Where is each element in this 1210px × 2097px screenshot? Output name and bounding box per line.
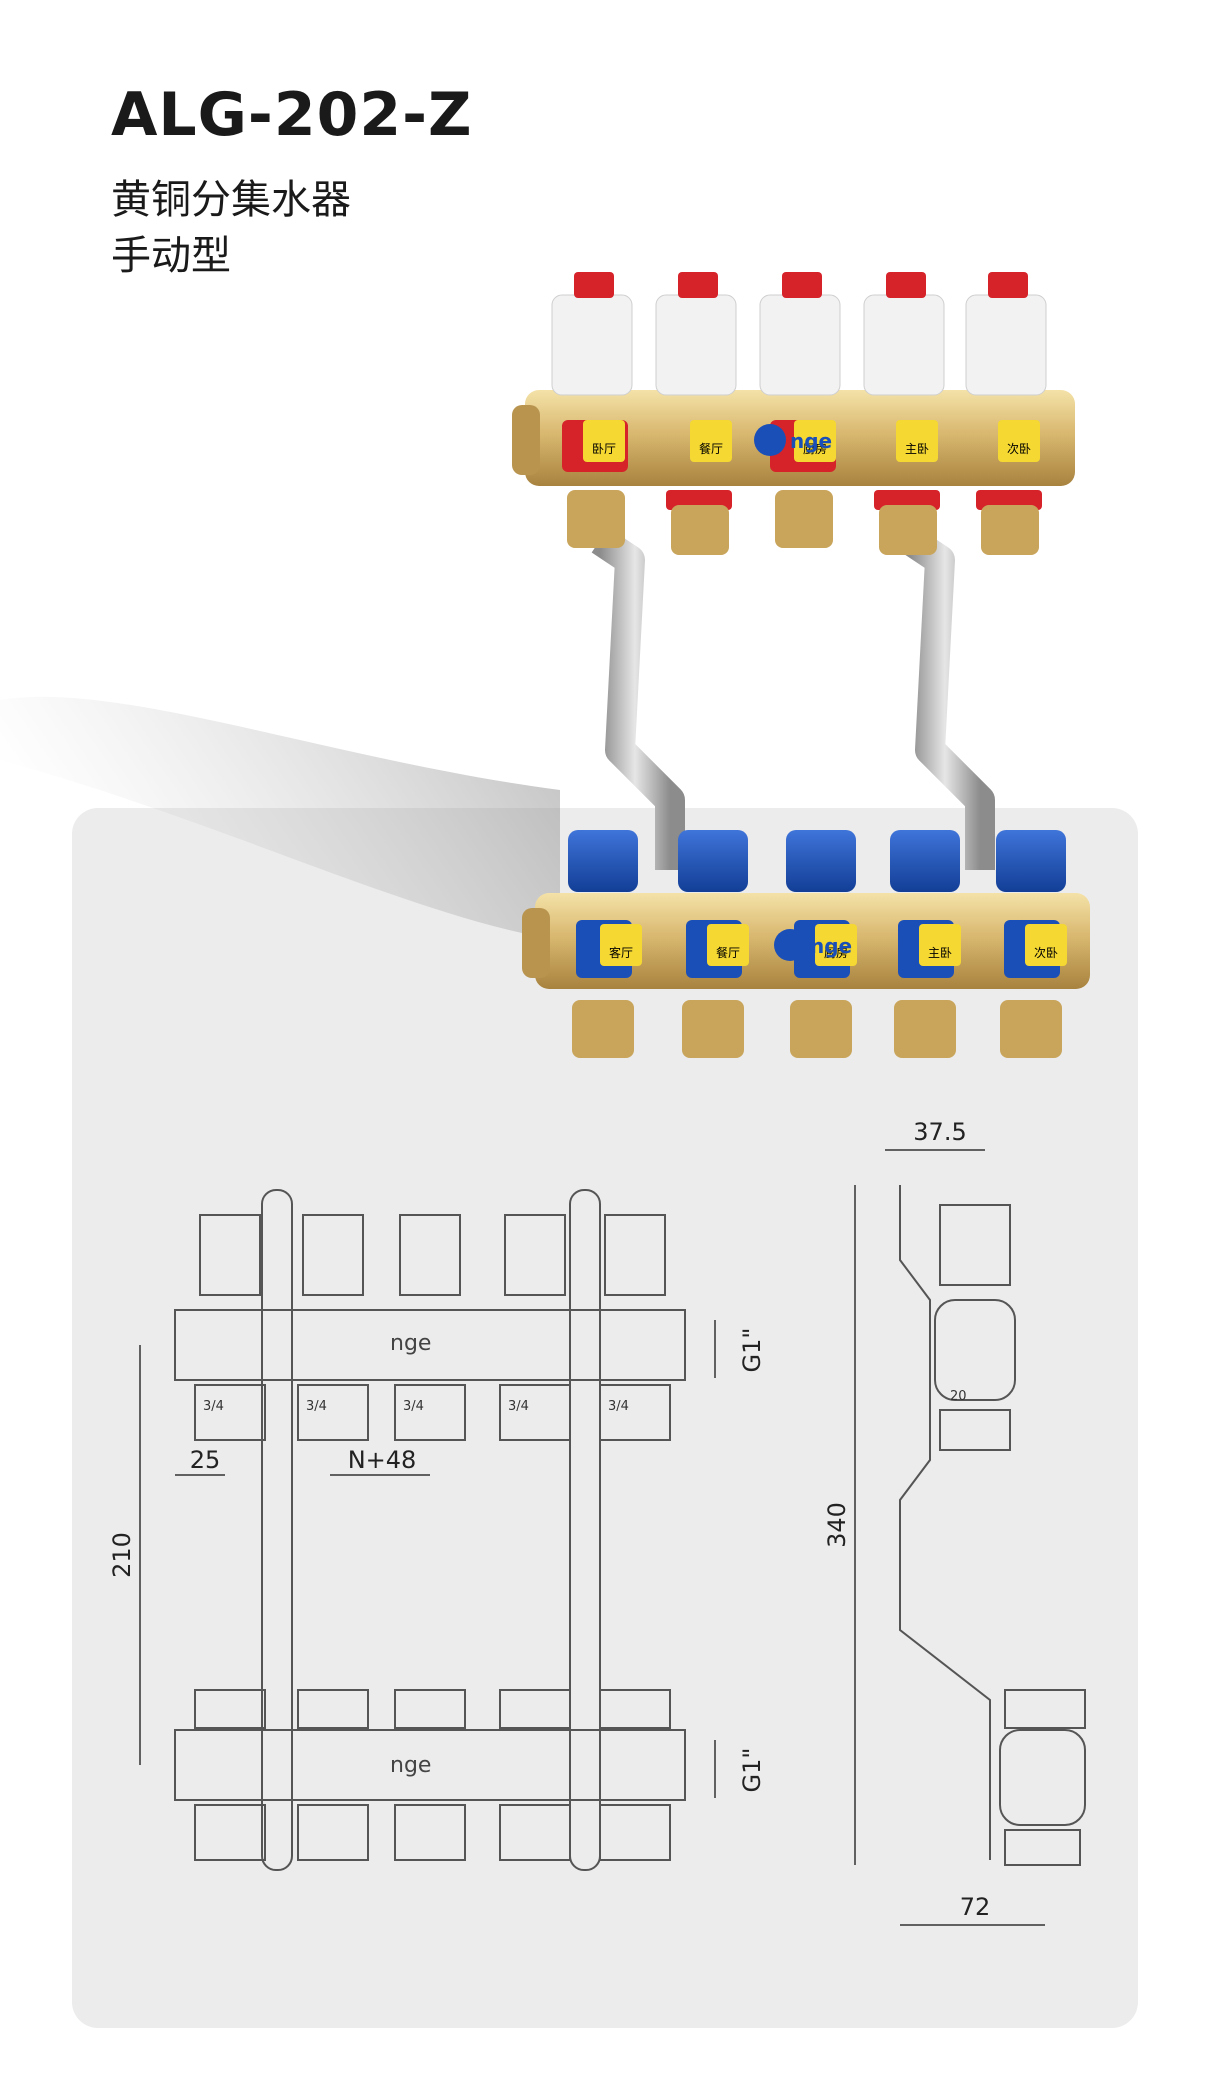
- front-lower-valves: [194, 1689, 671, 1861]
- upper-room-labels: 卧厅 餐厅 厨房 主卧 次卧: [583, 420, 1040, 462]
- dim-25: 25: [190, 1446, 221, 1474]
- upper-brand-logo: nge: [754, 424, 832, 456]
- upper-label-2: 餐厅: [699, 441, 723, 456]
- port-label-1: 3/4: [203, 1399, 224, 1414]
- lower-label-1: 客厅: [609, 945, 633, 960]
- model-title: ALG-202-Z: [111, 80, 473, 150]
- side-view: [899, 1185, 1086, 1866]
- drawing-brand-lower: nge: [390, 1753, 431, 1778]
- upper-brand-text: nge: [790, 429, 832, 453]
- port-label-3: 3/4: [403, 1399, 424, 1414]
- subtitle-line-1: 黄铜分集水器: [111, 177, 351, 223]
- dim-thread-top: G1": [738, 1328, 766, 1373]
- lower-label-5: 次卧: [1034, 946, 1058, 960]
- upper-label-3: 厨房: [803, 441, 827, 456]
- lower-label-4: 主卧: [928, 946, 952, 960]
- dimension-lines: [139, 1149, 1045, 1926]
- side-scale-label: 20: [950, 1389, 967, 1404]
- front-left-bracket: [261, 1189, 293, 1871]
- front-port-labels: 3/4 3/4 3/4 3/4 3/4: [203, 1399, 629, 1414]
- dim-pitch: N+48: [348, 1446, 417, 1474]
- dim-thread-bottom: G1": [738, 1748, 766, 1793]
- dim-340: 340: [823, 1502, 851, 1548]
- dim-210: 210: [108, 1532, 136, 1578]
- lower-room-labels: 客厅 餐厅 厨房 主卧 次卧: [600, 924, 1067, 966]
- port-label-2: 3/4: [306, 1399, 327, 1414]
- upper-label-5: 次卧: [1007, 442, 1031, 456]
- port-label-5: 3/4: [608, 1399, 629, 1414]
- front-upper-valves: [194, 1214, 671, 1441]
- port-label-4: 3/4: [508, 1399, 529, 1414]
- upper-label-1: 卧厅: [592, 442, 616, 456]
- lower-label-2: 餐厅: [716, 945, 740, 960]
- front-right-bracket: [569, 1189, 601, 1871]
- lower-label-3: 厨房: [824, 945, 848, 960]
- subtitle-line-2: 手动型: [111, 233, 231, 279]
- drawing-brand-upper: nge: [390, 1331, 431, 1356]
- upper-label-4: 主卧: [905, 442, 929, 456]
- dim-37-5: 37.5: [913, 1118, 966, 1146]
- lower-brand-logo: nge: [774, 929, 852, 961]
- front-lower-bar: [174, 1729, 686, 1801]
- dim-72: 72: [960, 1893, 991, 1921]
- drop-shadow: [0, 696, 560, 940]
- product-photo: 卧厅 餐厅 厨房 主卧 次卧 nge 客厅 餐厅 厨房 主卧 次卧: [0, 272, 1090, 1058]
- lower-brand-text: nge: [810, 934, 852, 958]
- front-upper-bar: [174, 1309, 686, 1381]
- product-subtitle: 黄铜分集水器 手动型: [111, 172, 351, 284]
